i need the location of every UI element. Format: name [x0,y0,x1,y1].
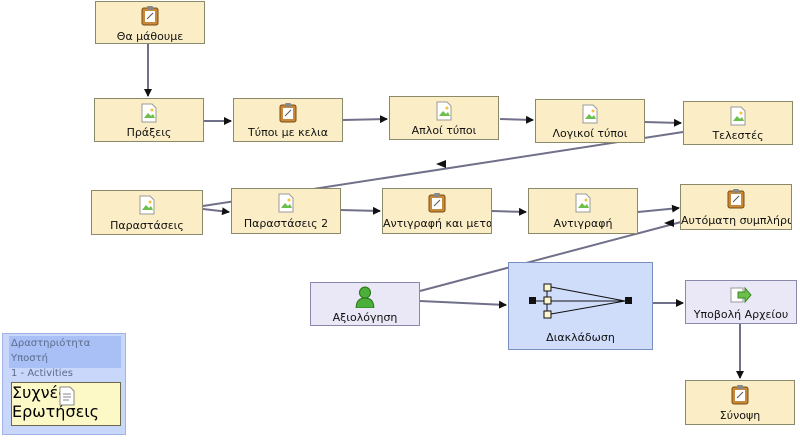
node-automati-symplirosi[interactable]: Αυτόματη συμπλήρωση [680,184,792,230]
node-praxeis[interactable]: Πράξεις [94,98,204,142]
node-label: Αξιολόγηση [332,311,398,324]
image-page-icon [436,101,452,121]
clipboard-icon [727,189,745,209]
node-label: Υποβολή Αρχείου [693,308,789,321]
edge-logikoi-telestes [643,118,682,127]
edge-axiologisi-diaklados [419,300,507,309]
document-icon [59,386,75,406]
edge-aploi-logikoi [499,115,534,124]
node-antigrafi-metafora[interactable]: Αντιγραφή και μεταφο [382,188,492,234]
node-diaklados[interactable]: Διακλάδωση [508,262,653,350]
node-label: Απλοί τύποι [411,124,477,137]
node-label: Λογικοί τύποι [552,127,628,140]
clipboard-icon [279,103,297,123]
node-logikoi-typoi[interactable]: Λογικοί τύποι [535,99,645,143]
node-label: Παραστάσεις 2 [243,217,329,230]
edge-typoi-aploi [342,115,388,124]
edge-telestes-parastaseis-arrowhead [436,160,446,168]
branch-icon [529,283,632,319]
image-page-icon [575,193,591,213]
node-tha-mathoume[interactable]: Θα μάθουμε [95,1,205,44]
node-label: Αυτόματη συμπλήρωση [681,214,791,227]
node-label: Συχνές Ερωτήσεις [12,383,100,421]
image-page-icon [141,103,157,123]
node-antigrafi[interactable]: Αντιγραφή [528,188,638,234]
node-aploi-typoi[interactable]: Απλοί τύποι [389,96,499,140]
edge-parastaseis-paras2 [202,207,230,216]
node-parastaseis[interactable]: Παραστάσεις [91,190,203,235]
activity-group-title-line1: Δραστηριότητα Υποστή [11,338,91,364]
node-parastaseis-2[interactable]: Παραστάσεις 2 [231,188,341,234]
edge-antigrafi-automati [637,204,680,213]
activity-group-panel[interactable]: Δραστηριότητα Υποστή 1 - Activities Συχν… [2,333,126,435]
clipboard-icon [428,193,446,213]
node-axiologisi[interactable]: Αξιολόγηση [310,282,420,326]
node-syxnes-erotiseis[interactable]: Συχνές Ερωτήσεις [11,382,121,426]
node-typoi-kelia[interactable]: Τύποι με κελια [233,98,343,142]
node-ypovoli-arxeiou[interactable]: Υποβολή Αρχείου [685,280,797,324]
image-page-icon [582,104,598,124]
node-telestes[interactable]: Τελεστές [683,101,793,145]
node-label: Τελεστές [712,129,764,142]
person-icon [355,286,375,308]
node-label: Παραστάσεις [110,219,184,232]
node-synopsi[interactable]: Σύνοψη [685,380,795,425]
node-label: Αντιγραφή [553,217,613,230]
edge-paras2-antigrafimet [339,206,381,215]
node-label: Διακλάδωση [546,331,615,344]
node-label: Πράξεις [126,126,172,139]
node-label: Θα μάθουμε [116,30,184,43]
node-label: Σύνοψη [719,409,761,422]
image-page-icon [730,106,746,126]
node-label: Αντιγραφή και μεταφο [383,217,491,230]
edge-antigrafimet-antigrafi [491,207,527,216]
clipboard-icon [141,6,159,26]
activity-group-title-line2: 1 - Activities [11,368,73,379]
activity-group-title: Δραστηριότητα Υποστή 1 - Activities [9,336,121,379]
image-page-icon [278,193,294,213]
node-label: Τύποι με κελια [247,126,328,139]
upload-arrow-icon [730,286,752,304]
clipboard-icon [731,385,749,405]
edge-automati-axiologisi-arrowhead [664,219,674,227]
image-page-icon [139,195,155,215]
